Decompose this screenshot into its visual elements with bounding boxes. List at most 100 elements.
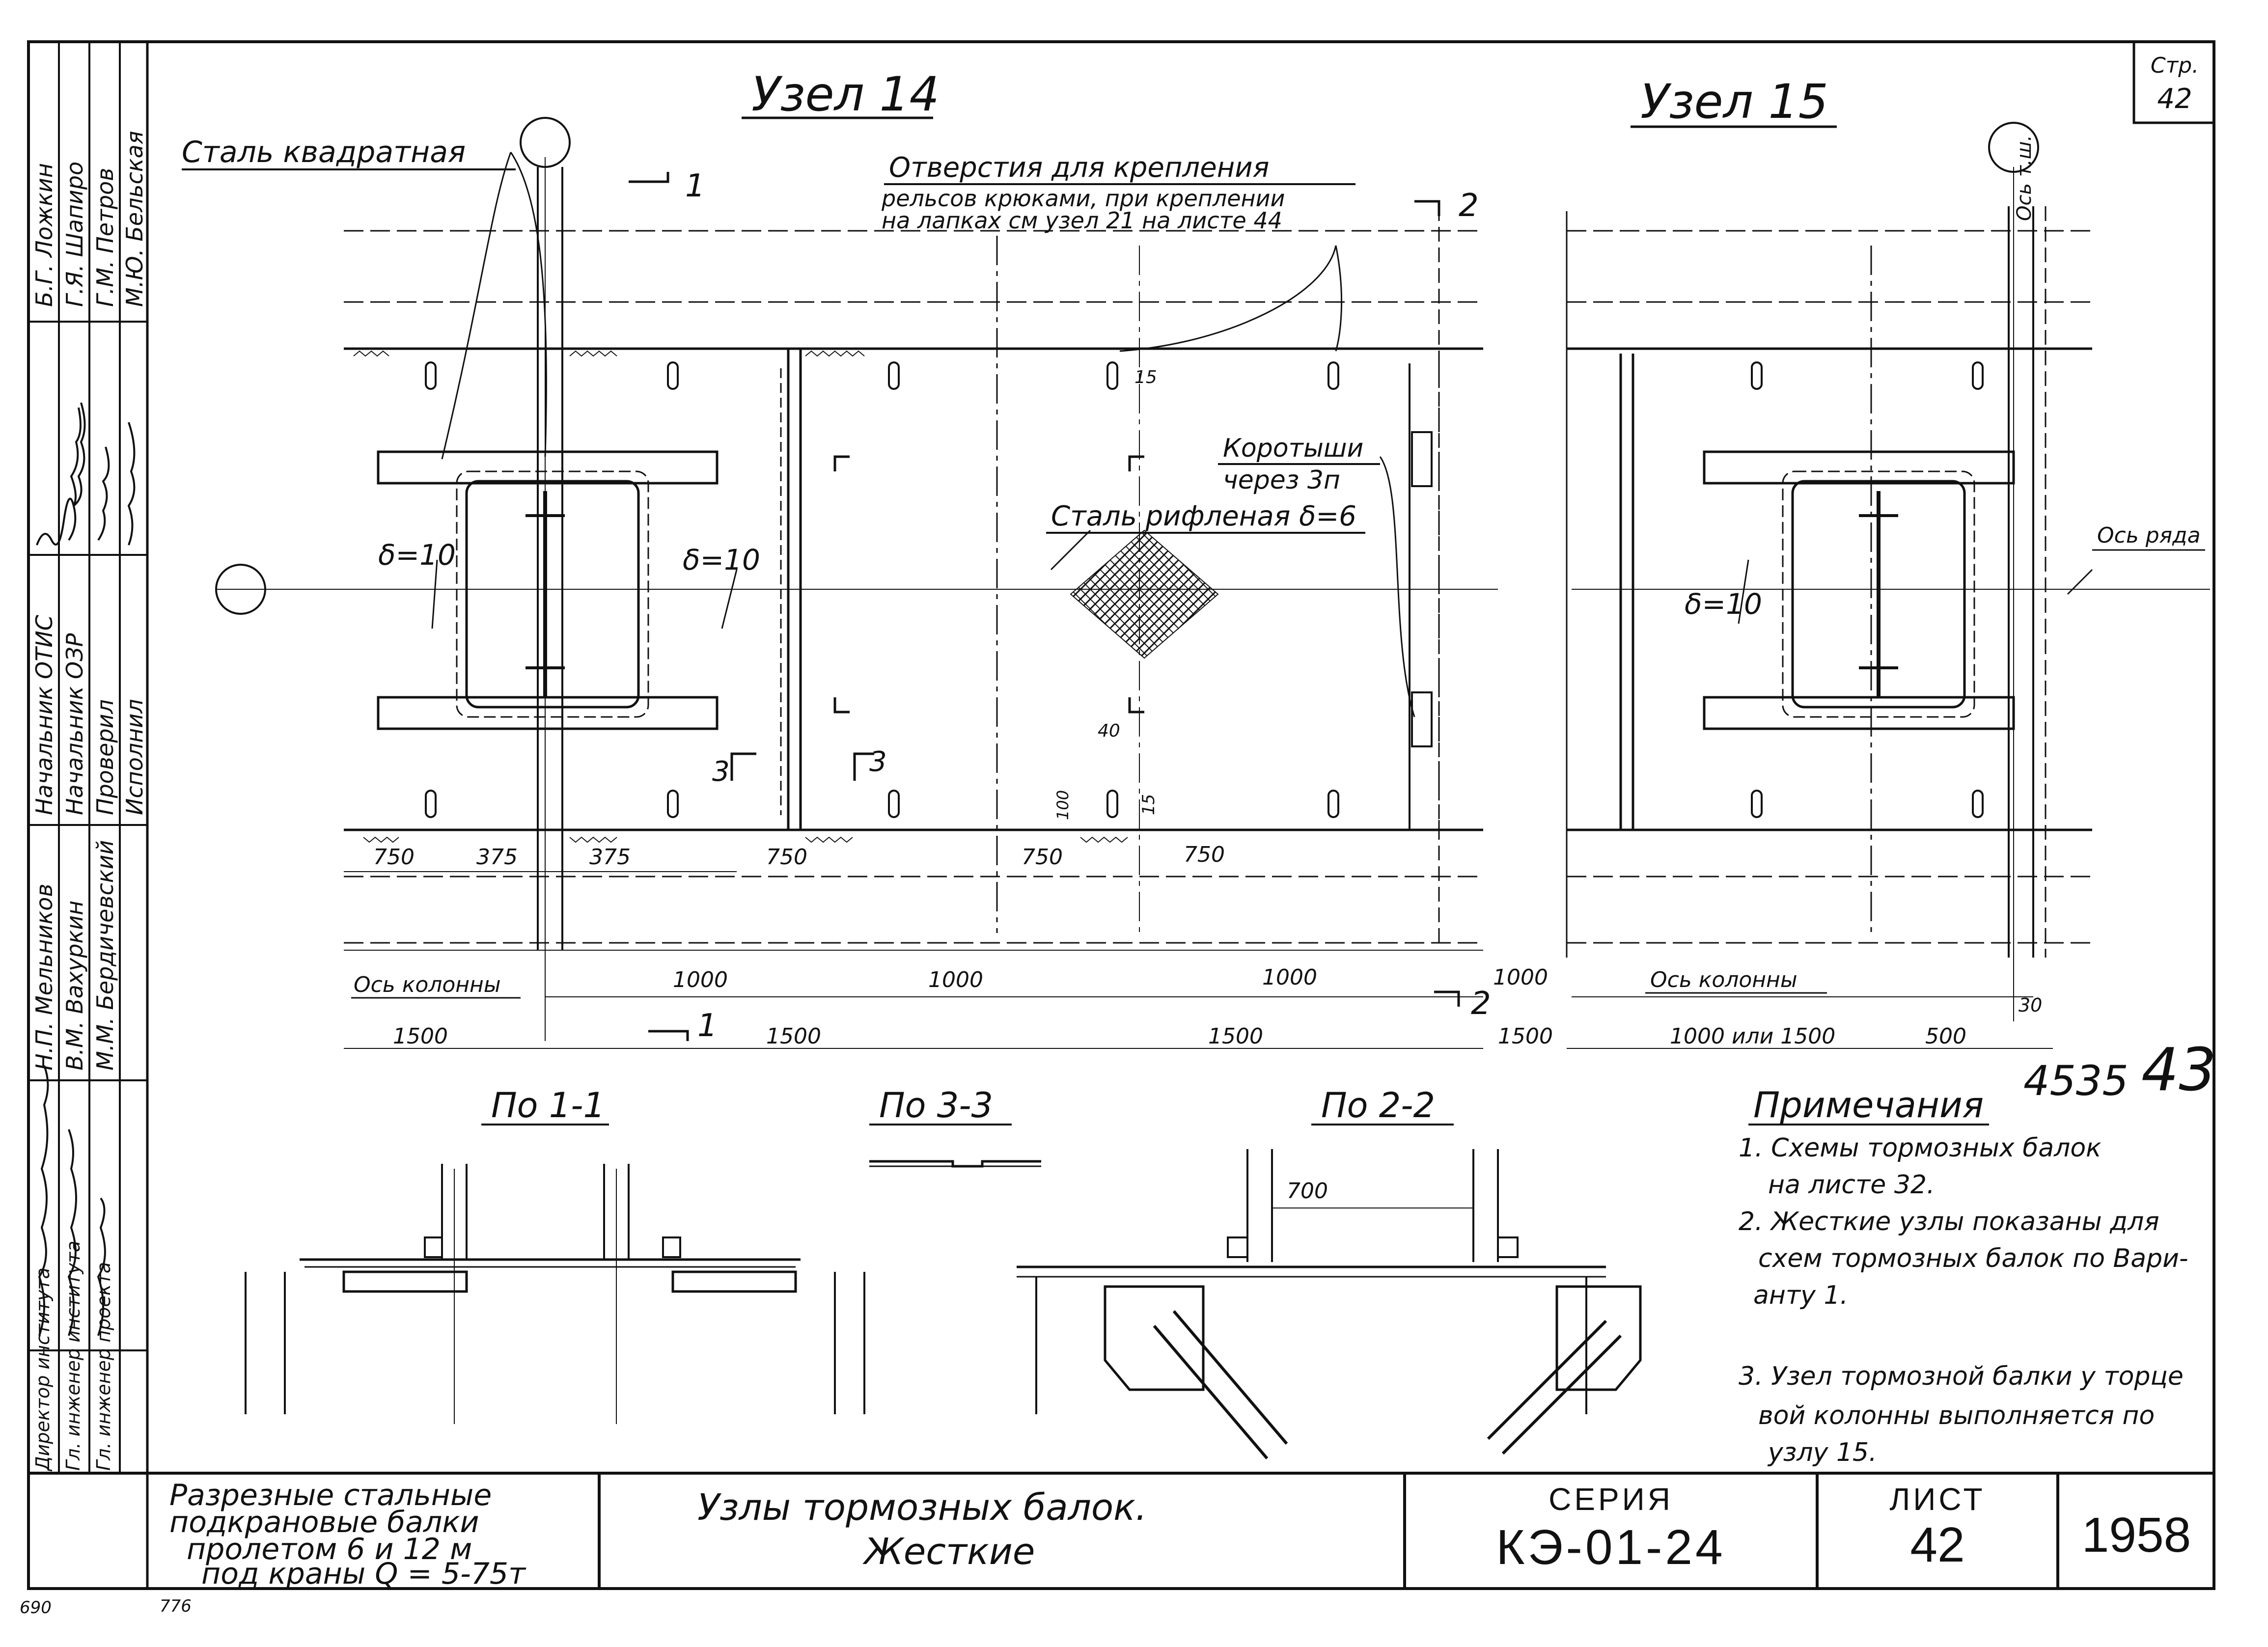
mark-3-right: 3: [869, 746, 887, 778]
label-col-axis-left: Ось колонны: [354, 972, 501, 997]
label-col-axis-right: Ось колонны: [1650, 967, 1798, 992]
node15-hole-slots: [1751, 361, 1984, 818]
section-2-2: [1017, 1149, 1642, 1459]
note-2-line-2: схем тормозных балок по Вари-: [1758, 1244, 2188, 1273]
title-node14: Узел 14: [751, 67, 940, 122]
footer-left-num: 690: [20, 1598, 52, 1618]
dim-100: 100: [1053, 790, 1072, 820]
note-1-line-1: 1. Схемы тормозных балок: [1739, 1133, 2102, 1163]
callouts: Сталь квадратная Отверстия для крепления…: [182, 135, 2205, 999]
dim-750-3: 750: [1022, 845, 1063, 870]
title-section-3-3: По 3-3: [879, 1085, 993, 1125]
node15-plan: [1566, 122, 2210, 1049]
section-marks: 1 2 1 2 3 3: [629, 168, 1491, 1044]
stamp-role-4: Исполнил: [121, 699, 148, 815]
side-stamp: [28, 42, 147, 1473]
dim-1500-2: 1500: [766, 1024, 821, 1049]
section-1-1: [245, 1164, 865, 1424]
label-delta-left: δ=10: [378, 538, 456, 572]
sheet-label: ЛИСТ: [1889, 1482, 1985, 1517]
stamp-name-5: Н.П. Мельников: [31, 883, 57, 1071]
side-stamp-text: Б.Г. Ложкин Г.Я. Шапиро Г.М. Петров М.Ю.…: [31, 131, 148, 1472]
signatures: [36, 402, 136, 1336]
view-titles: Узел 14 Узел 15 По 1-1 По 3-3 По 2-2: [481, 67, 1837, 1125]
desc-line-3: пролетом 6 и 12 м: [187, 1532, 472, 1566]
desc-line-4: под краны Q = 5-75т: [201, 1557, 526, 1591]
note-3-line-3: узлу 15.: [1767, 1438, 1877, 1467]
label-delta-mid: δ=10: [683, 543, 760, 576]
sheet-frame: [27, 40, 2215, 1590]
dim-1000-1: 1000: [673, 967, 728, 992]
dim-1000-3: 1000: [1262, 965, 1317, 990]
dim-15-b: 15: [1139, 794, 1159, 815]
stamp-role-1: Начальник ОТИС: [31, 615, 57, 815]
dim-375-1: 375: [476, 845, 518, 870]
desc-line-2: подкрановые балки: [169, 1505, 479, 1539]
label-corrugated: Сталь рифленая δ=6: [1051, 500, 1356, 532]
notes-title: Примечания: [1753, 1084, 1984, 1125]
stamp-name-1: Б.Г. Ложкин: [31, 163, 57, 307]
title-section-2-2: По 2-2: [1321, 1085, 1435, 1125]
label-row-axis: Ось ряда: [2097, 523, 2201, 548]
dim-500: 500: [1925, 1024, 1966, 1049]
dim-750-1: 750: [373, 845, 415, 870]
mark-3-left: 3: [712, 756, 730, 788]
footer: 690 776: [20, 1596, 192, 1618]
dim-15-a: 15: [1134, 367, 1157, 387]
dim-1500-1: 1500: [393, 1024, 448, 1049]
label-stubs-1: Коротыши: [1223, 434, 1363, 463]
dim-375-2: 375: [589, 845, 631, 870]
stamp-role-5: Директор института: [32, 1267, 54, 1472]
stamp-name-2: Г.Я. Шапиро: [61, 162, 88, 307]
dimensions: 750 375 375 750 750 750 15 15 40 100 100…: [373, 367, 2042, 1204]
sheet-value: 42: [1910, 1517, 1964, 1572]
dim-1500-3: 1500: [1208, 1024, 1263, 1049]
note-1-line-2: на листе 32.: [1768, 1170, 1935, 1200]
series-value: КЭ-01-24: [1496, 1520, 1725, 1575]
title-line-2: Жесткие: [862, 1531, 1035, 1573]
label-stubs-2: через 3п: [1223, 466, 1340, 495]
node14-plan: [215, 117, 1498, 1049]
archive-num-a: 4535: [2023, 1057, 2129, 1105]
title-line-1: Узлы тормозных балок.: [697, 1486, 1147, 1529]
archive-num-b: 43: [2141, 1036, 2216, 1104]
stamp-name-4: М.Ю. Бельская: [121, 131, 148, 307]
label-holes-2: рельсов крюками, при креплении: [881, 185, 1285, 212]
note-3-line-1: 3. Узел тормозной балки у торце: [1739, 1362, 2184, 1391]
title-block: Разрезные стальные подкрановые балки про…: [169, 1473, 2191, 1591]
mark-1-top: 1: [685, 168, 705, 204]
note-2-line-1: 2. Жесткие узлы показаны для: [1739, 1207, 2159, 1236]
mark-2-bottom: 2: [1471, 986, 1491, 1022]
label-square-steel: Сталь квадратная: [182, 135, 466, 169]
page-number-label: Стр.: [2151, 53, 2199, 78]
node14-hole-slots: [425, 361, 1339, 818]
mark-2-top: 2: [1459, 188, 1479, 224]
label-holes-1: Отверстия для крепления: [889, 152, 1269, 184]
dim-1000-4: 1000: [1493, 965, 1548, 990]
stamp-name-7: М.М. Бердичевский: [92, 840, 118, 1071]
dim-1000-2: 1000: [928, 967, 983, 992]
stamp-name-3: Г.М. Петров: [92, 168, 118, 307]
note-3-line-2: вой колонны выполняется по: [1758, 1401, 2155, 1430]
note-2-line-3: анту 1.: [1753, 1281, 1848, 1310]
dim-1000-or-1500: 1000 или 1500: [1670, 1024, 1835, 1049]
year: 1958: [2082, 1508, 2191, 1563]
stamp-name-6: В.М. Вахуркин: [61, 901, 88, 1071]
archive-stamp: 4535 43: [2023, 1036, 2216, 1105]
mark-1-bottom: 1: [697, 1008, 718, 1044]
dim-700: 700: [1287, 1179, 1328, 1204]
page-number-box: Стр. 42: [2132, 40, 2215, 124]
stamp-role-3: Проверил: [92, 699, 118, 815]
dim-750-4: 750: [1184, 842, 1225, 867]
title-section-1-1: По 1-1: [491, 1085, 605, 1125]
page-number-value: 42: [2157, 83, 2192, 115]
footer-right-num: 776: [160, 1596, 192, 1616]
label-col-axis-top: Ось т.ш.: [2013, 135, 2036, 221]
dim-750-2: 750: [766, 845, 807, 870]
dim-1500-4: 1500: [1498, 1024, 1553, 1049]
series-label: СЕРИЯ: [1549, 1482, 1673, 1517]
dim-30: 30: [2019, 994, 2042, 1016]
section-3-3: [869, 1160, 1041, 1168]
stamp-role-2: Начальник ОЗР: [61, 633, 88, 815]
